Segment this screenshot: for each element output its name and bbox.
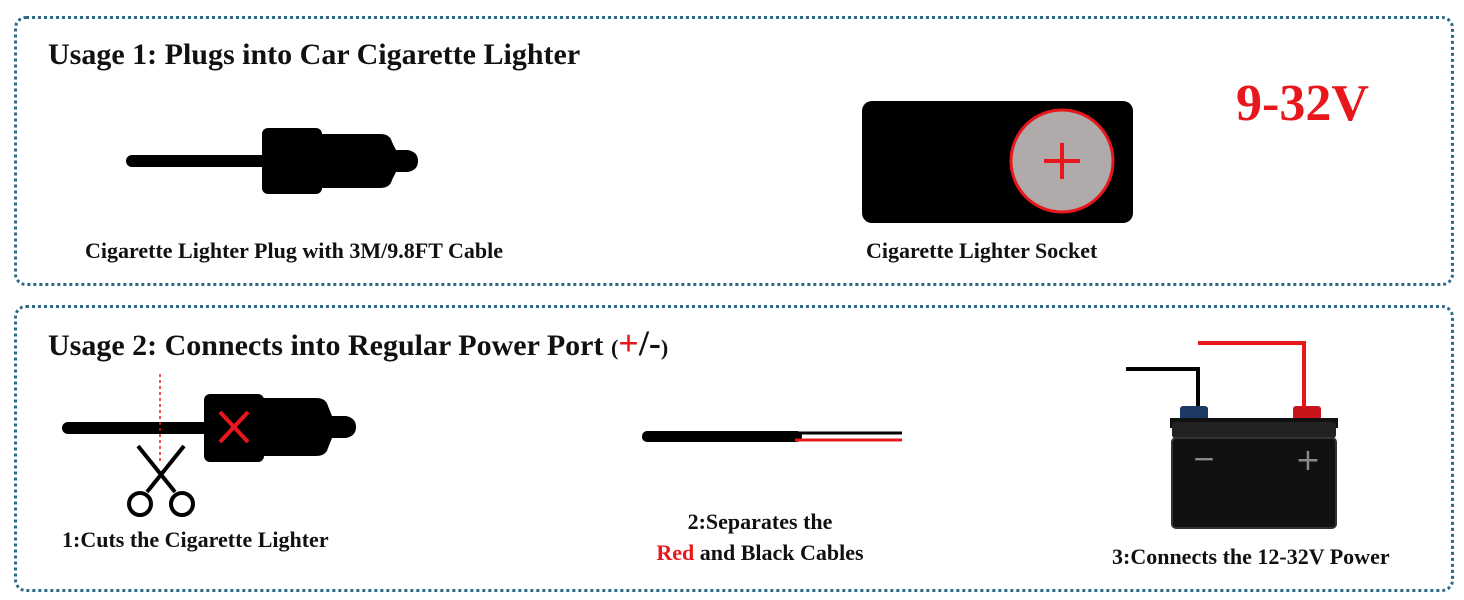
battery-plus: + xyxy=(1295,443,1320,478)
cigarette-plug-icon xyxy=(126,128,418,194)
socket-caption: Cigarette Lighter Socket xyxy=(866,238,1098,263)
cut-plug-diagram xyxy=(62,374,356,517)
usage1-panel xyxy=(14,16,1454,286)
usage2-panel xyxy=(14,305,1454,592)
step1-caption: 1:Cuts the Cigarette Lighter xyxy=(62,527,329,552)
step2-caption: 2:Separates the Red and Black Cables xyxy=(640,506,880,568)
plug-caption: Cigarette Lighter Plug with 3M/9.8FT Cab… xyxy=(85,238,503,263)
step2-line2: Red and Black Cables xyxy=(640,537,880,568)
step3-caption: 3:Connects the 12-32V Power xyxy=(1112,544,1390,569)
polarity-open: ( xyxy=(610,335,619,360)
polarity-close: ) xyxy=(660,335,669,360)
step2-line2-rest: and Black Cables xyxy=(694,540,864,565)
usage1-title: Usage 1: Plugs into Car Cigarette Lighte… xyxy=(48,38,581,71)
scissors-icon xyxy=(127,444,195,517)
car-battery-icon: − + xyxy=(1126,341,1338,529)
cable-icon xyxy=(642,431,902,442)
lighter-socket-icon xyxy=(862,101,1133,223)
battery-minus: − xyxy=(1192,442,1215,475)
usage2-title: Usage 2: Connects into Regular Power Por… xyxy=(48,329,604,362)
usage2-title-row: Usage 2: Connects into Regular Power Por… xyxy=(48,322,668,364)
step2-line1: 2:Separates the xyxy=(687,509,833,534)
step2-red-word: Red xyxy=(656,540,695,565)
polarity-minus: /- xyxy=(638,323,661,363)
polarity-plus: + xyxy=(618,323,639,363)
cut-mark-icon xyxy=(218,410,250,444)
voltage-label: 9-32V xyxy=(1236,75,1369,132)
